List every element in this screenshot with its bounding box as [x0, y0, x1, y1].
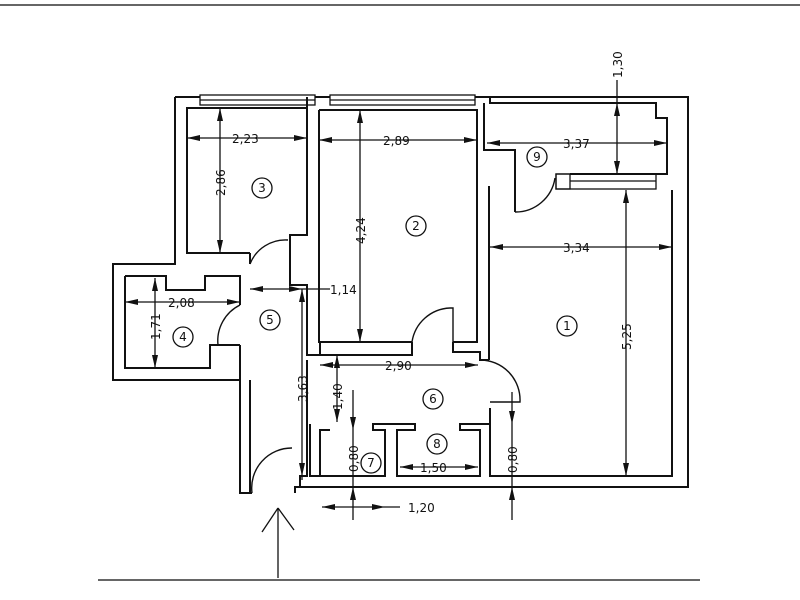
svg-text:7: 7: [367, 456, 375, 470]
dim-hall5-depth: 3,63: [296, 375, 310, 402]
dim-room2-width: 2,89: [383, 134, 410, 148]
svg-text:3: 3: [258, 181, 266, 195]
dim-room4-depth: 1,71: [149, 313, 163, 340]
room-4: [125, 275, 241, 305]
room-label-5: 5: [259, 309, 281, 331]
dim-room1-depth: 5,25: [620, 323, 634, 350]
room-label-7: 7: [360, 452, 382, 474]
room-label-9: 9: [526, 146, 548, 168]
dim-room3-depth: 2,86: [214, 169, 228, 196]
dim-room9-depth: 1,30: [611, 51, 625, 78]
entrance-arrow-icon: [261, 507, 295, 578]
dimension-arrows: [125, 103, 672, 510]
svg-text:6: 6: [429, 392, 437, 406]
svg-text:5: 5: [266, 313, 274, 327]
dim-room1-door: 0,80: [506, 446, 520, 473]
dim-room1-width: 3,34: [563, 241, 590, 255]
dim-room2-depth: 4,24: [354, 217, 368, 244]
dim-room3-width: 2,23: [232, 132, 259, 146]
dim-room8-width: 1,50: [420, 461, 447, 475]
dim-room9-width: 3,37: [563, 137, 590, 151]
dim-room7-door: 0,80: [347, 445, 361, 472]
svg-text:8: 8: [433, 437, 441, 451]
room-3: [187, 97, 308, 265]
room-label-6: 6: [422, 388, 444, 410]
room-label-8: 8: [426, 433, 448, 455]
svg-text:4: 4: [179, 330, 187, 344]
dim-room4-width: 2,08: [168, 296, 195, 310]
dim-entry-width: 1,20: [408, 501, 435, 515]
dim-hall6-depth: 1,40: [331, 383, 345, 410]
svg-text:2: 2: [412, 219, 420, 233]
svg-text:9: 9: [533, 150, 541, 164]
svg-text:1: 1: [563, 319, 571, 333]
room-label-2: 2: [405, 215, 427, 237]
room-9: [483, 97, 668, 212]
room-label-4: 4: [172, 326, 194, 348]
exterior-walls: [112, 94, 689, 494]
dim-hall6-width: 2,90: [385, 359, 412, 373]
room-label-1: 1: [556, 315, 578, 337]
room-label-3: 3: [251, 177, 273, 199]
room-1: [488, 186, 673, 477]
dim-hall5-width: 1,14: [330, 283, 357, 297]
hall-5-and-6: [239, 253, 489, 493]
doors: [217, 177, 556, 494]
rooms-7-8: [309, 408, 491, 477]
